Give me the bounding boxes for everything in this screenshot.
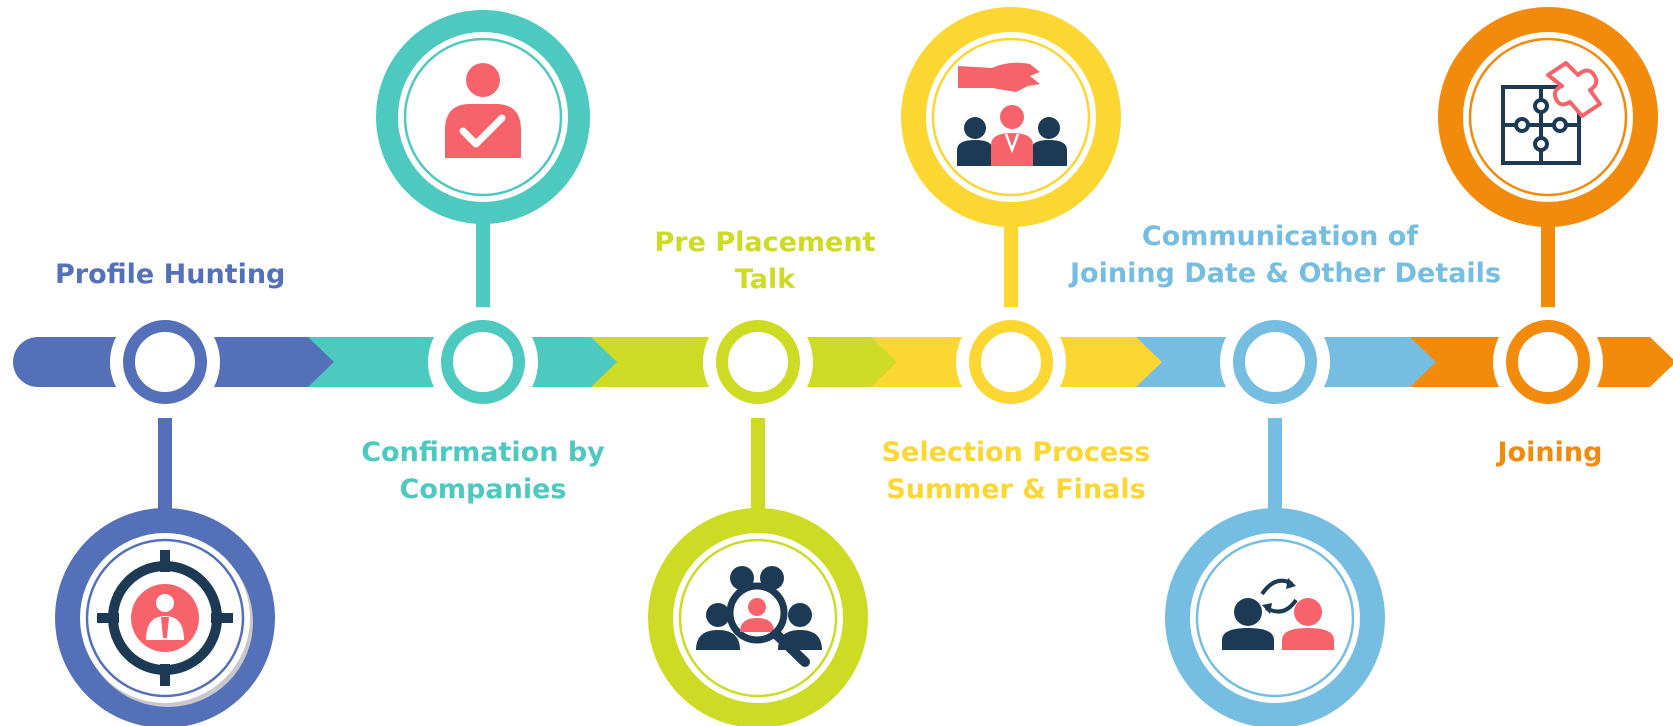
person-check-icon: [445, 63, 521, 158]
connector-4: [1004, 218, 1018, 313]
connector-1: [158, 418, 172, 513]
connector-3: [751, 418, 765, 513]
step-4-title: Selection Process Summer & Finals: [866, 434, 1166, 508]
step-1-title-line-1: Profile Hunting: [55, 259, 286, 290]
people-exchange-icon: [1222, 578, 1334, 650]
hand-picking-person-icon: [957, 62, 1067, 166]
step-6-title-line-1: Joining: [1497, 437, 1603, 468]
connector-2: [476, 218, 490, 313]
step-5-title-line-2: Joining Date & Other Details: [1070, 258, 1502, 289]
node-5: [1220, 307, 1330, 417]
step-2-title-line-2: Companies: [399, 474, 567, 505]
icon-ring-5: [1165, 508, 1385, 726]
search-people-icon: [696, 566, 822, 667]
node-6: [1493, 307, 1603, 417]
icon-ring-6: [1438, 7, 1658, 227]
connector-6: [1541, 218, 1555, 313]
step-5-title-line-1: Communication of: [1141, 221, 1419, 252]
connector-5: [1268, 418, 1282, 513]
step-1-title: Profile Hunting: [55, 256, 286, 293]
target-person-icon: [97, 550, 233, 686]
step-3-title-line-1: Pre Placement: [654, 227, 876, 258]
step-3-title: Pre Placement Talk: [630, 224, 900, 298]
step-3-title-line-2: Talk: [734, 264, 796, 295]
step-5-title: Communication of Joining Date & Other De…: [1070, 218, 1502, 292]
step-6-title: Joining: [1470, 434, 1630, 471]
step-2-title-line-1: Confirmation by: [361, 437, 605, 468]
step-4-title-line-2: Summer & Finals: [886, 474, 1146, 505]
node-2: [428, 307, 538, 417]
step-2-title: Confirmation by Companies: [343, 434, 623, 508]
node-1: [110, 307, 220, 417]
node-4: [956, 307, 1066, 417]
puzzle-icon: [1501, 61, 1602, 165]
step-4-title-line-1: Selection Process: [881, 437, 1151, 468]
node-3: [703, 307, 813, 417]
